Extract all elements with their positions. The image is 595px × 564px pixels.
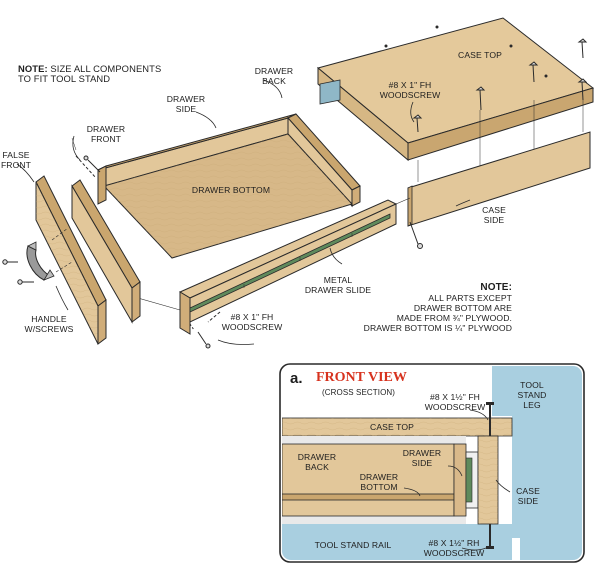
metal-drawer-slide <box>178 199 398 335</box>
handle-screws <box>2 227 73 285</box>
label-screw-top: #8 x 1" FhWOODSCREW <box>379 80 441 100</box>
handle <box>26 241 55 281</box>
slide-screws <box>189 311 221 349</box>
false-front-panel <box>35 175 107 345</box>
drawer-front-screws <box>71 137 101 179</box>
inset-subtitle: (CROSS SECTION) <box>322 388 396 397</box>
drawer-box <box>97 113 361 259</box>
note-line-1: SIZE ALL COMPONENTS <box>50 63 162 74</box>
drawer-front-panel <box>71 179 141 324</box>
note-materials: NOTE: ALL PARTS EXCEPT DRAWER BOTTOM ARE… <box>363 282 512 334</box>
slide-under-top <box>319 79 341 105</box>
label-case-top: CASE TOP <box>458 50 502 60</box>
inset-title: FRONT VIEW <box>316 370 407 385</box>
inset-letter: a. <box>290 370 303 387</box>
note-size-components: NOTE: SIZE ALL COMPONENTS TO FIT TOOL ST… <box>18 64 161 84</box>
case-side-panel <box>407 131 591 227</box>
note-materials-heading: NOTE: <box>480 282 512 293</box>
case-side-screws <box>409 221 423 249</box>
note-line-2: TO FIT TOOL STAND <box>18 73 111 84</box>
label-drawer-bottom: DRAWER BOTTOM <box>191 185 271 195</box>
label-screw-bottom: #8 x 1" FhWOODSCREW <box>221 312 283 332</box>
case-top-panel <box>316 17 595 162</box>
inset-label-tool-stand-rail: TOOL STAND RAIL <box>314 540 392 550</box>
front-view-inset <box>279 363 585 563</box>
inset-label-case-top: CASE TOP <box>370 422 414 432</box>
leader-lines <box>16 79 471 345</box>
note-heading: NOTE: <box>18 63 48 74</box>
label-handle: HANDLEw/SCREWS <box>24 314 74 334</box>
case-top-screws <box>412 38 588 182</box>
inset-label-screw-rh: #8 x 1½" RhWOODSCREW <box>423 538 485 558</box>
inset-label-screw-fh: #8 x 1½" FhWOODSCREW <box>424 392 486 412</box>
